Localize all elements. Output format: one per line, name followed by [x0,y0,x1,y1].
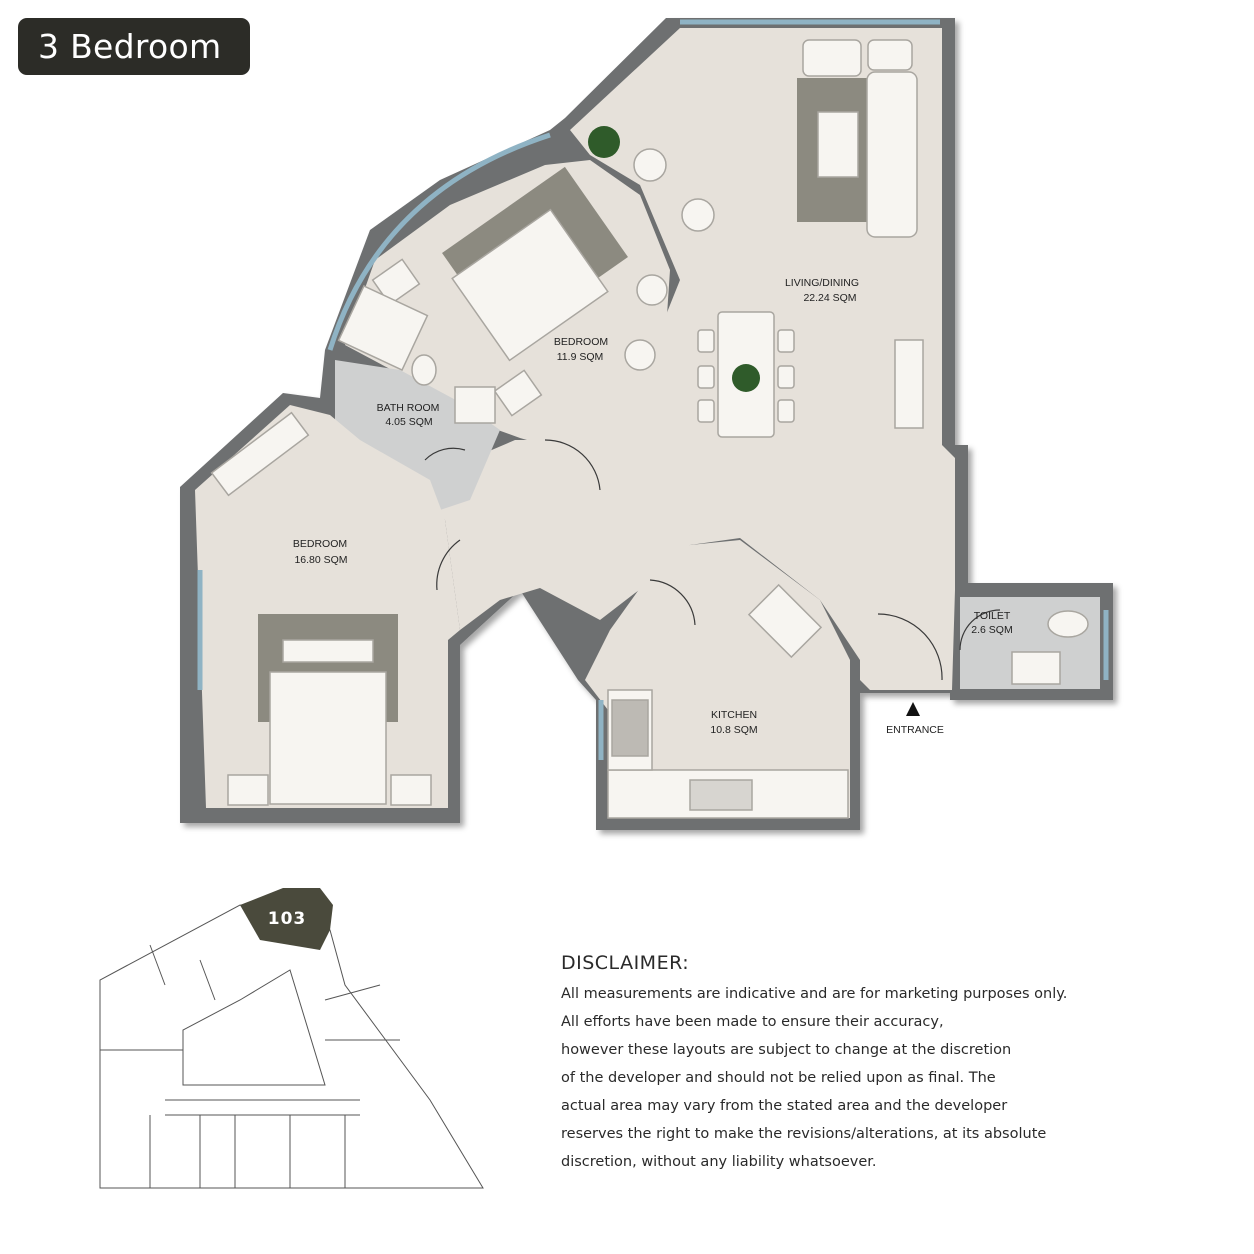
plant-icon [732,364,760,392]
living-name: LIVING/DINING [785,277,859,289]
bed [451,208,609,362]
bathroom-floor [335,360,500,510]
nightstand [227,774,269,806]
bath-door [424,447,466,461]
toilet-door [959,609,1001,651]
disclaimer-line: reserves the right to make the revisions… [561,1126,1047,1142]
armchair [802,39,862,77]
dining-chair [697,329,715,353]
dining-chairs [697,329,795,423]
key-plan [99,904,484,1189]
desk [210,411,310,497]
kitchen-name: KITCHEN [711,709,757,721]
dining-chair [697,399,715,423]
key-plan-unit-line [199,959,216,1001]
vanity [454,386,496,424]
toilet-area: 2.6 SQM [971,624,1012,636]
coffee-table [817,111,859,178]
title-badge: 3 Bedroom [18,18,250,75]
key-plan-unit-number: 103 [268,909,307,929]
key-plan-unit-line [149,944,166,986]
island [747,583,823,659]
bedroom-upper-area: 11.9 SQM [557,351,604,363]
wc-bowl [1047,610,1089,638]
sideboard [894,339,924,429]
nightstand [371,258,421,306]
key-plan-unit-line [324,984,381,1001]
bathroom-fixtures [337,285,496,424]
bedroom-upper-name: BEDROOM [554,336,608,348]
entrance-label: ENTRANCE [886,724,944,736]
key-plan-core [182,969,326,1086]
dining-chair [777,399,795,423]
living-area: 22.24 SQM [803,292,856,304]
door-swings [424,439,1001,681]
bedroom-door [544,439,601,491]
dining-chair [777,329,795,353]
kitchen-area: 10.8 SQM [710,724,757,736]
kitchen-fittings [607,583,849,819]
page-title: 3 Bedroom [38,27,222,66]
toilet-bowl [411,354,437,386]
bedroom-lower-area: 16.80 SQM [294,554,347,566]
toilet-name: TOILET [974,610,1011,622]
bedroom-lower-furniture [210,411,432,806]
dining-chair [697,365,715,389]
disclaimer-line: of the developer and should not be relie… [561,1070,996,1086]
curved-window [327,132,551,351]
chair-a [636,274,668,306]
living-furniture [624,39,924,438]
kitchen-door [649,579,696,626]
disclaimer-line: actual area may vary from the stated are… [561,1098,1008,1114]
bathroom-area: 4.05 SQM [385,416,432,428]
nightstand [390,774,432,806]
lounge-chair [633,148,667,182]
sofa [866,71,918,238]
basin [1011,651,1061,685]
chair-b [624,339,656,371]
bathroom-name: BATH ROOM [377,402,440,414]
key-plan-outline [99,904,484,1189]
entrance-door [877,613,943,681]
entrance-arrow-icon [906,702,920,716]
dining-chair [777,365,795,389]
bathtub [337,285,429,371]
lounge-chair-2 [681,198,715,232]
disclaimer-line: All efforts have been made to ensure the… [561,1014,944,1030]
bedroom-upper-furniture [371,208,609,417]
bedroom-lower-name: BEDROOM [293,538,347,550]
key-plan-unit-highlight [240,888,333,950]
armchair-2 [867,39,913,71]
room-labels: LIVING/DINING 22.24 SQM BEDROOM 11.9 SQM… [293,277,1013,736]
nightstand [493,369,543,417]
windows [197,19,1109,760]
stove [611,699,649,757]
disclaimer-line: discretion, without any liability whatso… [561,1154,877,1170]
sink [689,779,753,811]
disclaimer-line: All measurements are indicative and are … [561,986,1068,1002]
bedroom-lower-door [436,539,461,591]
plant-icon [588,126,620,158]
bench [282,639,374,663]
disclaimer-line: however these layouts are subject to cha… [561,1042,1012,1058]
bed [269,671,387,805]
disclaimer: DISCLAIMER: All measurements are indicat… [561,952,1161,1176]
toilet-fixtures [1011,610,1089,685]
disclaimer-title: DISCLAIMER: [561,952,690,974]
